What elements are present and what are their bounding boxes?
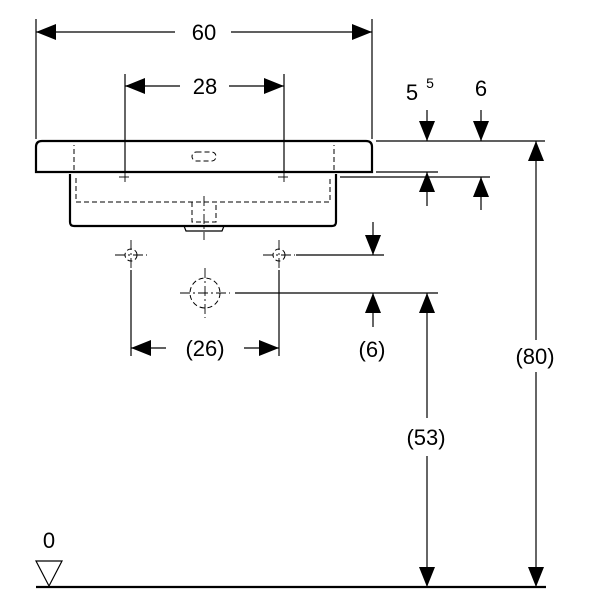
- arrow-right-icon: [264, 78, 284, 94]
- arrow-right-icon: [259, 340, 279, 356]
- arrow-up-icon: [419, 293, 435, 313]
- arrow-right-icon: [352, 24, 372, 40]
- overall-width-label: 60: [192, 20, 216, 45]
- tap-hole-centerlines: [119, 172, 290, 240]
- arrow-up-icon: [419, 172, 435, 192]
- arrow-left-icon: [36, 24, 56, 40]
- arrow-down-icon: [419, 121, 435, 141]
- arrow-left-icon: [131, 340, 151, 356]
- arrow-down-icon: [365, 235, 381, 255]
- mounting-point-left: [115, 240, 147, 270]
- tap-hole-spacing-label: 28: [193, 74, 217, 99]
- dimension-overall-width: 60: [35, 19, 373, 139]
- basin-outline: [34, 139, 374, 232]
- floor-level-label: 0: [43, 528, 55, 553]
- arrow-left-icon: [125, 78, 145, 94]
- mount-offset-label: (6): [359, 337, 386, 362]
- dimension-rim-height: (80): [515, 141, 555, 587]
- arrow-up-icon: [528, 141, 544, 161]
- dimension-rim-thickness: 5 5 6: [340, 75, 545, 210]
- arrow-up-icon: [365, 293, 381, 313]
- arrow-down-icon: [473, 121, 489, 141]
- rim-height-label: (80): [515, 344, 554, 369]
- mounting-point-right: [263, 240, 295, 270]
- arrow-down-icon: [419, 567, 435, 587]
- dimension-drain-height: (53): [406, 293, 446, 587]
- dimension-wall-mount-spacing: (26): [130, 270, 280, 361]
- dimension-tap-hole-spacing: 28: [124, 74, 285, 172]
- arrow-down-icon: [528, 567, 544, 587]
- level-triangle-icon: [35, 560, 63, 588]
- floor-reference: 0: [35, 528, 546, 589]
- rim-thickness-label: 5: [406, 80, 418, 105]
- rim-thickness-superscript: 5: [426, 75, 434, 91]
- dimension-mount-offset: (6): [235, 222, 438, 362]
- arrow-up-icon: [473, 177, 489, 197]
- wall-mount-spacing-label: (26): [185, 336, 224, 361]
- bowl-depth-label: 6: [475, 76, 487, 101]
- drain-height-label: (53): [406, 425, 445, 450]
- drain-point: [180, 268, 230, 318]
